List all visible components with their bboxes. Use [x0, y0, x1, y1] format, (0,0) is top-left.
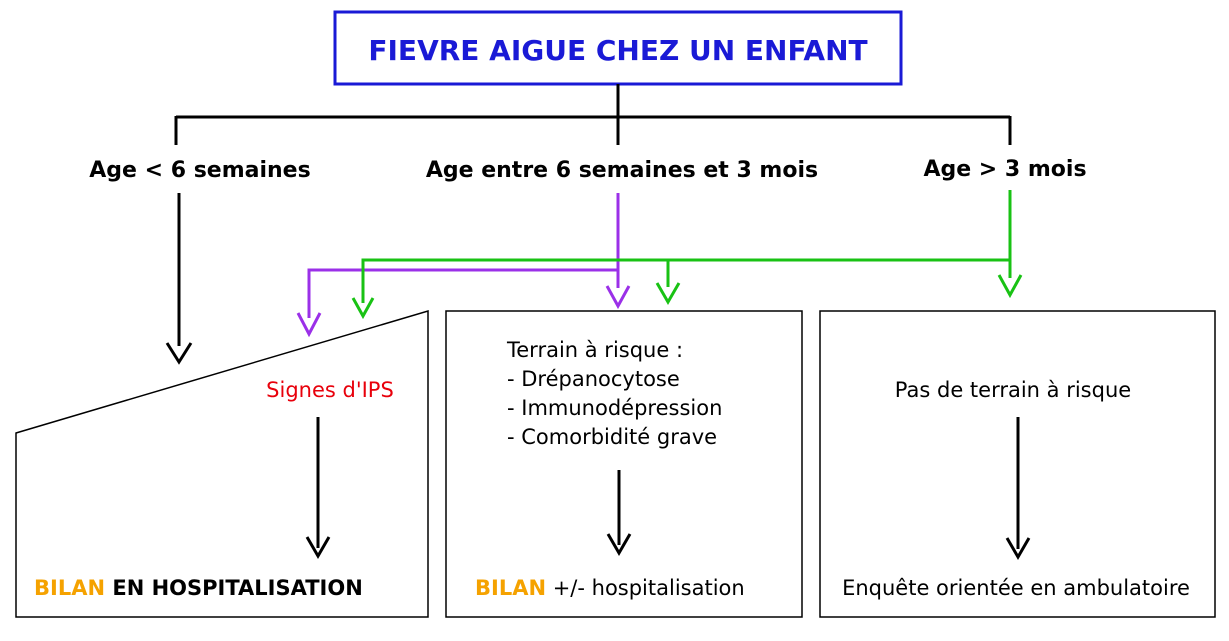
title-box	[333, 10, 903, 86]
green-connectors	[351, 190, 1023, 320]
bilan-plus-minus-hospitalisation: BILAN +/- hospitalisation	[475, 576, 745, 600]
purple-connectors	[296, 193, 631, 338]
age-6-weeks-3-months: Age entre 6 semaines et 3 mois	[426, 158, 818, 183]
signes-ips: Signes d'IPS	[266, 378, 394, 402]
age-under-6-weeks: Age < 6 semaines	[89, 158, 310, 183]
enquete-ambulatoire: Enquête orientée en ambulatoire	[842, 576, 1190, 600]
pas-de-terrain-risque: Pas de terrain à risque	[895, 378, 1131, 402]
terrain-risque-title: Terrain à risque :	[506, 338, 683, 362]
hospitalisation-label: EN HOSPITALISATION	[105, 576, 363, 600]
risk-item-immunodepression: - Immunodépression	[507, 396, 722, 420]
bilan-label-middle: BILAN	[475, 576, 546, 600]
plus-minus-hosp-label: +/- hospitalisation	[546, 576, 745, 600]
box-middle	[445, 310, 803, 618]
title: FIEVRE AIGUE CHEZ UN ENFANT	[368, 34, 867, 67]
box-left	[15, 309, 429, 618]
risk-item-drepanocytose: - Drépanocytose	[507, 367, 680, 391]
age-over-3-months: Age > 3 mois	[923, 157, 1086, 182]
black-arrow-right-box	[1005, 417, 1031, 560]
black-arrow-young	[165, 193, 193, 365]
top-connectors	[174, 84, 1012, 145]
black-arrow-middle-box	[606, 470, 632, 556]
risk-item-comorbidite: - Comorbidité grave	[507, 425, 717, 449]
bilan-label: BILAN	[34, 576, 105, 600]
bilan-hospitalisation: BILAN EN HOSPITALISATION	[34, 576, 363, 600]
black-arrow-left-box	[305, 417, 331, 559]
